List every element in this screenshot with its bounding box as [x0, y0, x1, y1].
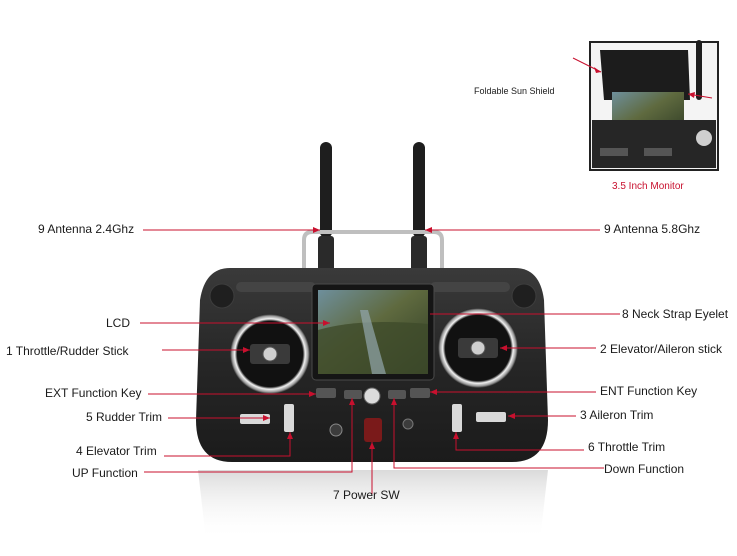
- ent-key: [410, 388, 430, 398]
- label-antenna-24: 9 Antenna 2.4Ghz: [38, 222, 135, 236]
- label-throttle-trim: 6 Throttle Trim: [588, 440, 666, 454]
- floor-reflection: [198, 470, 548, 540]
- throttle-trim-switch: [452, 404, 462, 432]
- label-ext-key: EXT Function Key: [45, 386, 142, 400]
- label-lcd: LCD: [106, 316, 131, 330]
- label-elevator-trim: 4 Elevator Trim: [76, 444, 157, 458]
- leader-lines: [140, 57, 713, 494]
- ext-key: [316, 388, 336, 398]
- label-neck-strap: 8 Neck Strap Eyelet: [622, 307, 729, 321]
- center-knob: [363, 387, 381, 405]
- label-monitor: 3.5 Inch Monitor: [612, 181, 684, 192]
- antenna-left: [318, 142, 334, 276]
- label-sun-shield: Foldable Sun Shield: [474, 86, 555, 96]
- carry-handle: [302, 230, 444, 275]
- label-throttle-rudder-stick: 1 Throttle/Rudder Stick: [6, 344, 129, 358]
- left-gimbal: [230, 314, 310, 394]
- bottom-led: [402, 418, 414, 430]
- power-switch: [364, 418, 382, 442]
- up-key: [344, 390, 362, 399]
- label-rudder-trim: 5 Rudder Trim: [86, 410, 163, 424]
- label-antenna-58: 9 Antenna 5.8Ghz: [604, 222, 701, 236]
- label-up-function: UP Function: [72, 466, 138, 480]
- label-ent-key: ENT Function Key: [600, 384, 698, 398]
- monitor-inset: [589, 40, 719, 171]
- elevator-trim-switch: [284, 404, 294, 432]
- label-down-function: Down Function: [604, 462, 685, 476]
- antenna-right: [411, 142, 427, 276]
- charge-port: [329, 423, 343, 437]
- label-elevator-aileron-stick: 2 Elevator/Aileron stick: [600, 342, 723, 356]
- rudder-trim-switch: [240, 414, 270, 424]
- aileron-trim-switch: [476, 412, 506, 422]
- leader-arrowheads: [243, 67, 695, 449]
- right-gimbal: [438, 308, 518, 388]
- label-aileron-trim: 3 Aileron Trim: [580, 408, 654, 422]
- label-power-sw: 7 Power SW: [333, 488, 400, 502]
- down-key: [388, 390, 406, 399]
